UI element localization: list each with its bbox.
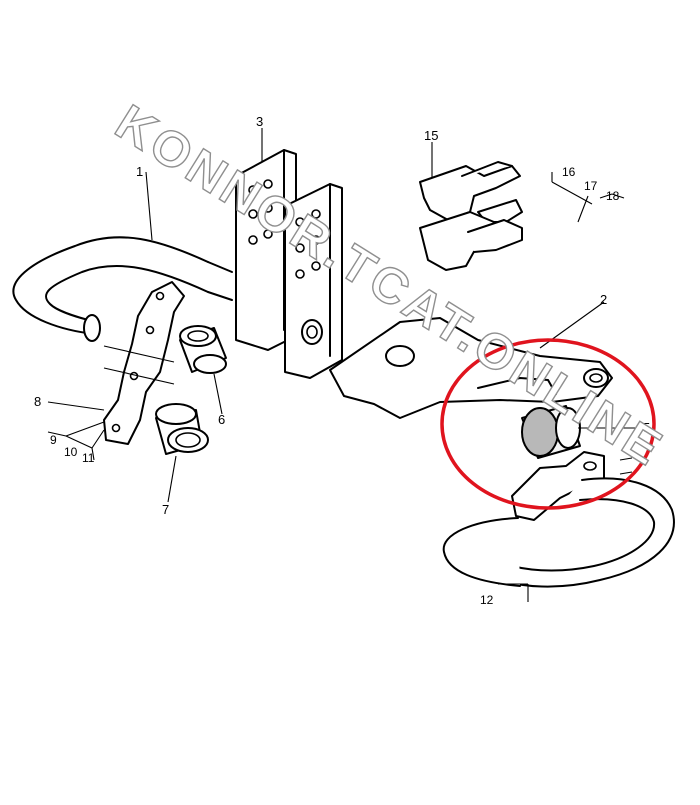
clamp-left xyxy=(103,281,185,445)
bushing-lower xyxy=(155,403,209,455)
callout-6: 6 xyxy=(218,412,225,427)
mounting-bracket xyxy=(235,149,343,379)
callout-1: 1 xyxy=(136,164,143,179)
callout-2: 2 xyxy=(600,292,607,307)
bushing-highlighted xyxy=(521,405,581,459)
callout-labels: 1 2 3 5 6 7 8 9 10 11 12 15 16 17 18 xyxy=(34,114,650,607)
callout-10: 10 xyxy=(64,445,78,459)
callout-5: 5 xyxy=(643,420,650,435)
bushing-upper xyxy=(179,325,227,374)
callout-17: 17 xyxy=(584,179,598,193)
callout-9: 9 xyxy=(50,433,57,447)
highlight-circle xyxy=(440,338,656,510)
callout-12: 12 xyxy=(480,593,494,607)
callout-15: 15 xyxy=(424,128,438,143)
stabilizer-bar-left xyxy=(12,236,233,342)
retaining-clips xyxy=(419,161,523,271)
stabilizer-bar-right xyxy=(442,477,675,588)
callout-3: 3 xyxy=(256,114,263,129)
callout-8: 8 xyxy=(34,394,41,409)
callout-7: 7 xyxy=(162,502,169,517)
callout-16: 16 xyxy=(562,165,576,179)
callout-18: 18 xyxy=(606,189,620,203)
callout-11: 11 xyxy=(82,451,95,465)
